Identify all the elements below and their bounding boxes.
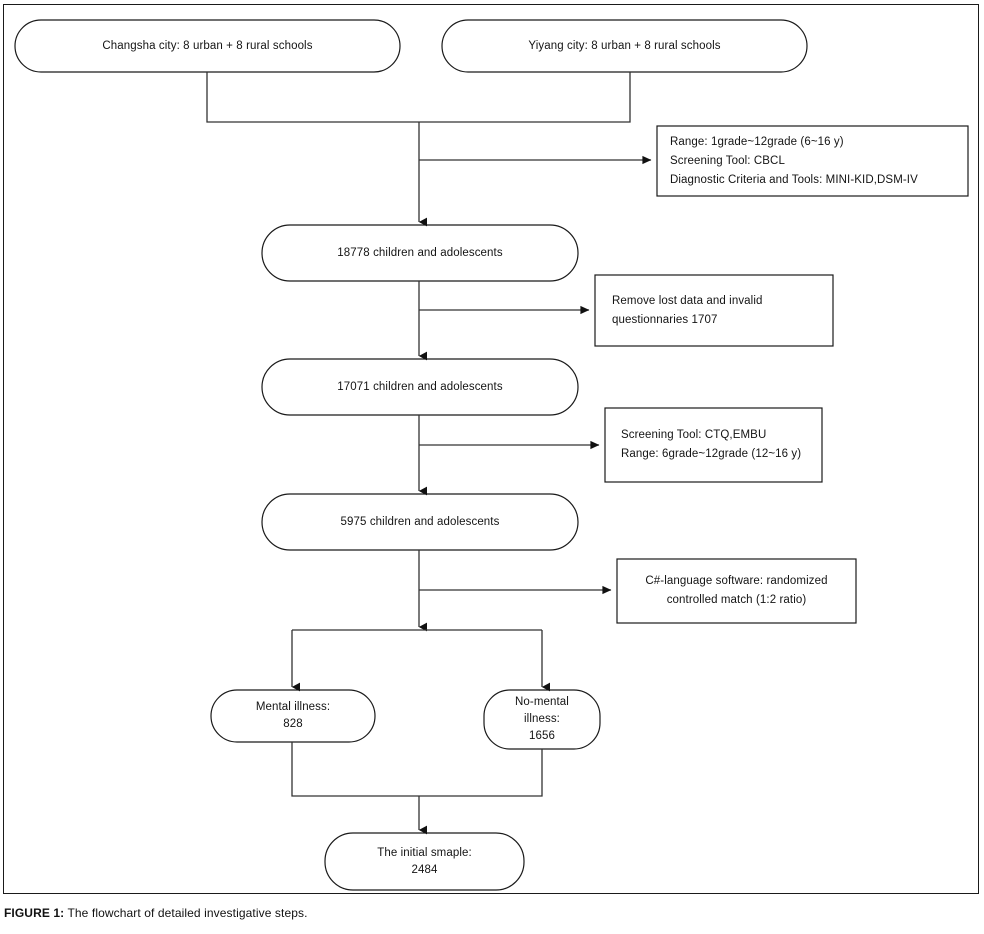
flowchart-canvas bbox=[14, 19, 969, 891]
figure-caption: FIGURE 1: The flowchart of detailed inve… bbox=[4, 906, 308, 920]
edge-no-mental-to-merge bbox=[419, 749, 543, 797]
node-initial-sample-shape bbox=[324, 832, 525, 891]
node-5975-shape bbox=[261, 493, 579, 551]
node-mental-illness-shape bbox=[210, 689, 376, 743]
edge-yiyang-to-trunk bbox=[419, 72, 631, 123]
note-2-shape bbox=[594, 274, 834, 347]
note-1-shape bbox=[656, 125, 969, 197]
note-3-shape bbox=[604, 407, 823, 483]
figure-caption-label: FIGURE 1: bbox=[4, 906, 65, 920]
node-changsha-shape bbox=[14, 19, 401, 73]
note-4-shape bbox=[616, 558, 857, 624]
node-yiyang-shape bbox=[441, 19, 808, 73]
edge-mental-to-merge bbox=[291, 742, 419, 797]
edge-changsha-to-trunk bbox=[206, 72, 419, 123]
node-17071-shape bbox=[261, 358, 579, 416]
node-18778-shape bbox=[261, 224, 579, 282]
node-no-mental-illness-shape bbox=[483, 689, 601, 750]
figure-caption-text: The flowchart of detailed investigative … bbox=[67, 906, 308, 920]
